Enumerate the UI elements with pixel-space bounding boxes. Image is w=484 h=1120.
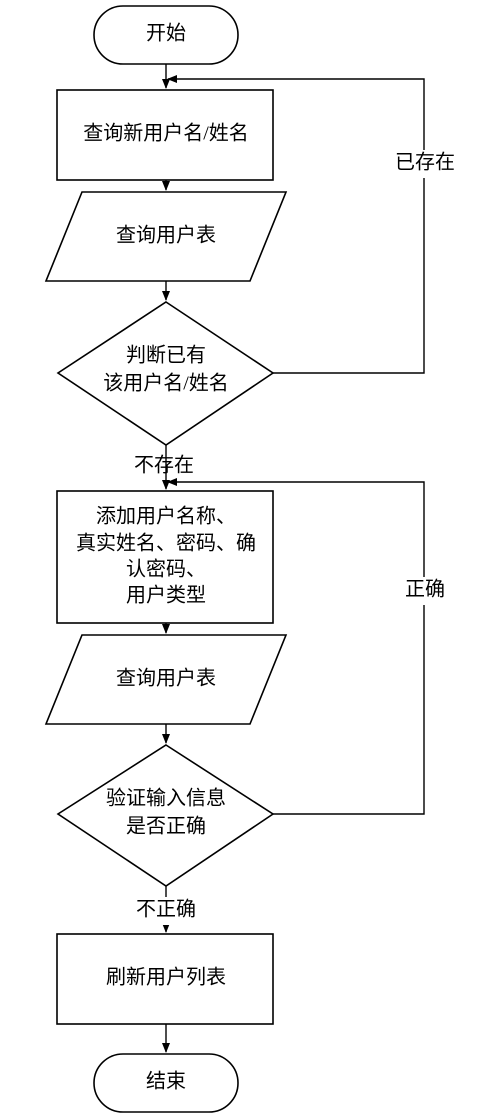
query-table-1-label: 查询用户表 (116, 224, 216, 247)
add-user-label-line1: 添加用户名称、 (96, 505, 236, 528)
query-name-label: 查询新用户名/姓名 (83, 122, 249, 145)
validate-label-line2: 是否正确 (126, 815, 206, 838)
validate-decision: 验证输入信息 是否正确 (56, 744, 275, 887)
refresh-label: 刷新用户列表 (106, 966, 226, 989)
query-table-2-label: 查询用户表 (116, 667, 216, 690)
start-terminal: 开始 (93, 5, 239, 65)
edge-label-not-exists: 不存在 (134, 454, 194, 477)
add-user-label-line3: 认密码、 (126, 558, 206, 581)
check-exists-label-line1: 判断已有 (126, 344, 206, 367)
edge-labels: 已存在 不存在 正确 不正确 (130, 150, 458, 925)
check-exists-decision: 判断已有 该用户名/姓名 (56, 301, 275, 446)
add-user-label-line2: 真实姓名、密码、确 (76, 532, 256, 555)
edge-label-exists: 已存在 (395, 151, 455, 174)
query-name-process: 查询新用户名/姓名 (56, 89, 274, 181)
add-user-label-line4: 用户类型 (126, 584, 206, 607)
query-table-1-io: 查询用户表 (44, 191, 288, 282)
edge-label-correct: 正确 (405, 578, 445, 601)
start-label: 开始 (146, 22, 186, 45)
end-terminal: 结束 (93, 1053, 239, 1113)
query-table-2-io: 查询用户表 (44, 634, 288, 725)
validate-label-line1: 验证输入信息 (106, 787, 226, 810)
add-user-process: 添加用户名称、 真实姓名、密码、确 认密码、 用户类型 (56, 490, 274, 624)
edge-label-incorrect: 不正确 (136, 898, 196, 921)
end-label: 结束 (146, 1070, 186, 1093)
check-exists-label-line2: 该用户名/姓名 (103, 372, 229, 395)
edge-correct-loop (167, 478, 425, 815)
edge-exists-loop (167, 75, 425, 374)
refresh-process: 刷新用户列表 (56, 933, 274, 1025)
